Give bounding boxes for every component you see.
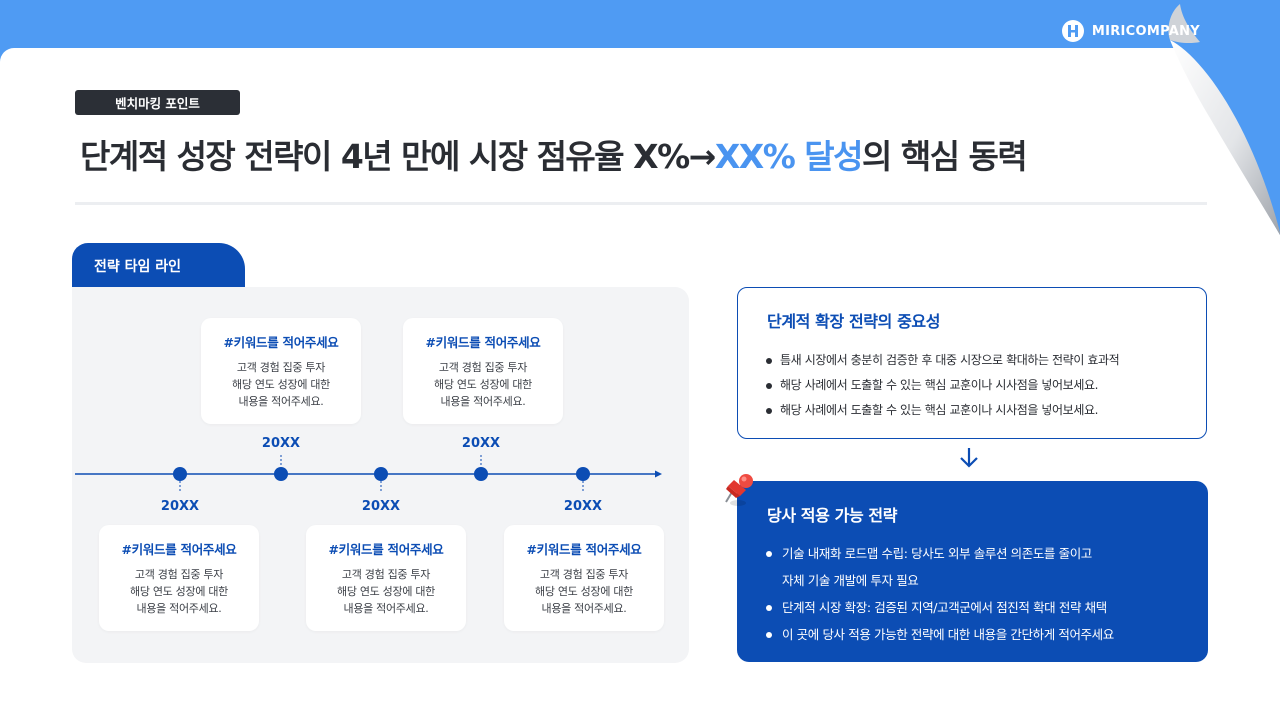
timeline-card: #키워드를 적어주세요 고객 경험 집중 투자 해당 연도 성장에 대한 내용을… bbox=[504, 525, 664, 631]
year-label: 20XX bbox=[563, 499, 603, 514]
timeline-panel: #키워드를 적어주세요 고객 경험 집중 투자 해당 연도 성장에 대한 내용을… bbox=[72, 287, 689, 663]
applicable-list: 기술 내재화 로드맵 수립: 당사도 외부 솔루션 의존도를 줄이고 자체 기술… bbox=[765, 540, 1114, 648]
card-text: 내용을 적어주세요. bbox=[238, 395, 324, 408]
card-text: 해당 연도 성장에 대한 bbox=[337, 585, 435, 598]
timeline-card: #키워드를 적어주세요 고객 경험 집중 투자 해당 연도 성장에 대한 내용을… bbox=[403, 318, 563, 424]
timeline-axis bbox=[75, 455, 662, 493]
timeline-node bbox=[576, 467, 590, 481]
title-suffix: 의 핵심 동력 bbox=[861, 137, 1028, 176]
timeline-arrowhead bbox=[655, 470, 662, 478]
list-item: 해당 사례에서 도출할 수 있는 핵심 교훈이나 시사점을 넣어보세요. bbox=[765, 398, 1119, 423]
timeline-tab: 전략 타임 라인 bbox=[72, 243, 245, 289]
card-keyword: #키워드를 적어주세요 bbox=[328, 542, 444, 557]
timeline-node bbox=[474, 467, 488, 481]
card-text: 해당 연도 성장에 대한 bbox=[130, 585, 228, 598]
card-text: 고객 경험 집중 투자 bbox=[539, 568, 629, 581]
arrow-down-icon bbox=[960, 448, 978, 468]
card-keyword: #키워드를 적어주세요 bbox=[121, 542, 237, 557]
brand-logo: MIRICOMPANY bbox=[1061, 18, 1200, 44]
page-title: 단계적 성장 전략이 4년 만에 시장 점유율 X%→XX% 달성의 핵심 동력 bbox=[80, 133, 1180, 181]
applicable-title: 당사 적용 가능 전략 bbox=[767, 506, 898, 525]
h-logo-icon bbox=[1061, 20, 1084, 42]
card-keyword: #키워드를 적어주세요 bbox=[425, 335, 541, 350]
list-item: 해당 사례에서 도출할 수 있는 핵심 교훈이나 시사점을 넣어보세요. bbox=[765, 373, 1119, 398]
pushpin-icon bbox=[725, 474, 753, 506]
year-label: 20XX bbox=[160, 499, 200, 514]
applicable-strategy-box: 당사 적용 가능 전략 기술 내재화 로드맵 수립: 당사도 외부 솔루션 의존… bbox=[737, 481, 1208, 662]
timeline-node bbox=[274, 467, 288, 481]
list-item: 이 곳에 당사 적용 가능한 전략에 대한 내용을 간단하게 적어주세요 bbox=[765, 621, 1114, 648]
importance-list: 틈새 시장에서 충분히 검증한 후 대중 시장으로 확대하는 전략이 효과적 해… bbox=[765, 348, 1120, 423]
timeline-node bbox=[374, 467, 388, 481]
brand-name: MIRICOMPANY bbox=[1091, 23, 1200, 39]
timeline-node bbox=[173, 467, 187, 481]
year-label: 20XX bbox=[461, 436, 501, 451]
card-text: 해당 연도 성장에 대한 bbox=[232, 378, 330, 391]
card-text: 해당 연도 성장에 대한 bbox=[535, 585, 633, 598]
timeline-card: #키워드를 적어주세요 고객 경험 집중 투자 해당 연도 성장에 대한 내용을… bbox=[99, 525, 259, 631]
title-text: 단계적 성장 전략이 4년 만에 시장 점유율 X%→ bbox=[80, 137, 716, 176]
list-item: 단계적 시장 확장: 검증된 지역/고객군에서 점진적 확대 전략 채택 bbox=[765, 594, 1114, 621]
timeline-card: #키워드를 적어주세요 고객 경험 집중 투자 해당 연도 성장에 대한 내용을… bbox=[306, 525, 466, 631]
page-curl-decoration bbox=[1166, 0, 1280, 235]
section-tag: 벤치마킹 포인트 bbox=[75, 90, 240, 115]
card-text: 고객 경험 집중 투자 bbox=[341, 568, 431, 581]
card-text: 고객 경험 집중 투자 bbox=[438, 361, 528, 374]
card-keyword: #키워드를 적어주세요 bbox=[223, 335, 339, 350]
year-label: 20XX bbox=[361, 499, 401, 514]
list-item: 틈새 시장에서 충분히 검증한 후 대중 시장으로 확대하는 전략이 효과적 bbox=[765, 348, 1120, 373]
card-text: 해당 연도 성장에 대한 bbox=[434, 378, 532, 391]
title-divider bbox=[75, 202, 1207, 205]
year-label: 20XX bbox=[261, 436, 301, 451]
card-text: 내용을 적어주세요. bbox=[440, 395, 526, 408]
card-text: 내용을 적어주세요. bbox=[343, 602, 429, 615]
list-item-continuation: 자체 기술 개발에 투자 필요 bbox=[782, 573, 919, 588]
card-keyword: #키워드를 적어주세요 bbox=[526, 542, 642, 557]
card-text: 내용을 적어주세요. bbox=[541, 602, 627, 615]
importance-title: 단계적 확장 전략의 중요성 bbox=[767, 312, 941, 331]
card-text: 내용을 적어주세요. bbox=[136, 602, 222, 615]
list-item: 기술 내재화 로드맵 수립: 당사도 외부 솔루션 의존도를 줄이고 bbox=[765, 540, 1114, 567]
card-text: 고객 경험 집중 투자 bbox=[134, 568, 224, 581]
title-accent: XX% 달성 bbox=[714, 137, 864, 176]
card-text: 고객 경험 집중 투자 bbox=[236, 361, 326, 374]
timeline-card: #키워드를 적어주세요 고객 경험 집중 투자 해당 연도 성장에 대한 내용을… bbox=[201, 318, 361, 424]
importance-box: 단계적 확장 전략의 중요성 틈새 시장에서 충분히 검증한 후 대중 시장으로… bbox=[737, 287, 1207, 439]
